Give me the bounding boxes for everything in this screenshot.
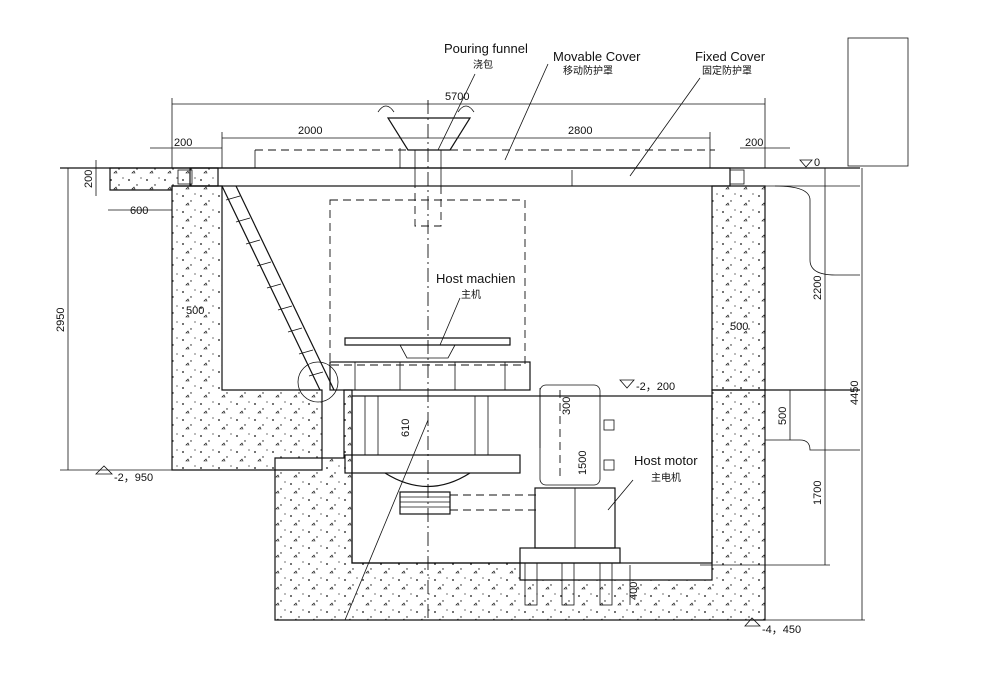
label-fixed-cover-cn: 固定防护罩 (702, 64, 752, 77)
dim-left-edge: 200 (174, 137, 192, 149)
access-ladder (221, 185, 339, 403)
level-floor-bottom: -4，450 (762, 624, 801, 636)
label-movable-cover: Movable Cover (553, 49, 641, 64)
label-host-machine: Host machien (436, 271, 515, 286)
level-ground: 0 (814, 157, 820, 169)
host-machine (329, 100, 540, 620)
dim-left-height: 200 (83, 170, 95, 188)
dimension-lines (60, 98, 865, 621)
dim-base-height: 400 (628, 582, 640, 600)
dim-movable-span: 2000 (298, 125, 322, 137)
dim-wall-left: 500 (186, 305, 204, 317)
dim-total-depth-right: 4450 (849, 381, 861, 405)
dim-step-right: 500 (777, 407, 789, 425)
dim-total-width: 5700 (445, 91, 469, 103)
dim-upper-height-right: 2200 (812, 276, 824, 300)
dim-pit-depth-left: 2950 (55, 308, 67, 332)
dim-motor-height: 1500 (577, 451, 589, 475)
label-pouring-funnel: Pouring funnel (444, 41, 528, 56)
dim-motor-top: 300 (561, 397, 573, 415)
label-host-motor-cn: 主电机 (651, 471, 681, 484)
label-pouring-funnel-cn: 浇包 (473, 58, 493, 71)
concrete-walls (109, 167, 766, 621)
leader-lines (344, 63, 701, 621)
label-host-machine-cn: 主机 (461, 288, 481, 301)
level-markers (95, 159, 813, 627)
dim-wall-right: 500 (730, 321, 748, 333)
host-motor (519, 384, 621, 606)
level-floor-mid: -2，200 (636, 381, 675, 393)
ground-and-covers (60, 37, 909, 451)
dim-left-offset: 600 (130, 205, 148, 217)
label-movable-cover-cn: 移动防护罩 (563, 64, 613, 77)
label-fixed-cover: Fixed Cover (695, 49, 766, 64)
dim-lower-height-right: 1700 (812, 481, 824, 505)
label-host-motor: Host motor (634, 453, 698, 468)
dim-right-edge: 200 (745, 137, 763, 149)
level-floor-left: -2，950 (114, 472, 153, 484)
dim-shaft-length: 610 (400, 419, 412, 437)
dim-fixed-span: 2800 (568, 125, 592, 137)
